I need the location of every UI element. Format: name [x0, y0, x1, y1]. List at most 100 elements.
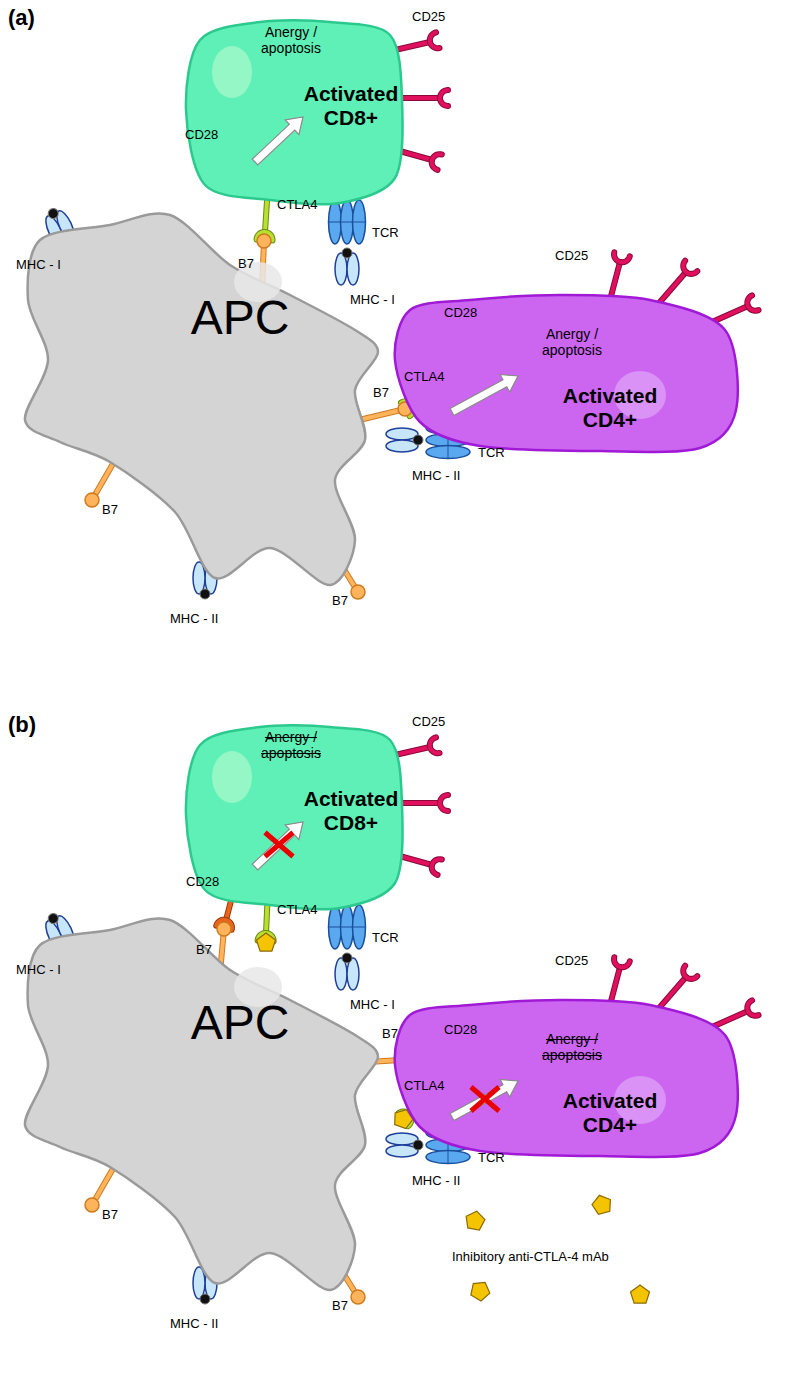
cell-fate: Anergy / apoptosis — [520, 326, 624, 358]
molecule-label: TCR — [478, 446, 505, 461]
antigen-peptide — [200, 589, 210, 599]
b7-head — [351, 585, 365, 599]
block-cross — [265, 833, 293, 857]
receptor-cup-outline — [430, 32, 440, 48]
molecule-label: B7 — [332, 1299, 348, 1314]
cell-membrane — [25, 918, 378, 1290]
block-cross — [471, 1087, 499, 1111]
stalk-outline — [660, 272, 686, 302]
molecule-label: Inhibitory anti-CTLA-4 mAb — [452, 1250, 609, 1265]
antigen-peptide — [342, 248, 352, 258]
tcr-band — [448, 1151, 449, 1163]
stalk-outline — [402, 95, 440, 101]
stalk — [660, 977, 686, 1007]
stalk-outline — [395, 747, 430, 755]
block-cross — [471, 1087, 499, 1111]
cd25-receptor — [660, 261, 697, 302]
molecule-label: B7 — [102, 503, 118, 518]
receptor-cup — [747, 295, 758, 310]
cd8-t-cell: Anergy / apoptosisActivated CD8+ — [183, 15, 408, 215]
molecule-label: CD28 — [185, 128, 218, 143]
tcr-band — [329, 222, 341, 223]
molecule-label: CTLA4 — [404, 370, 444, 385]
tcr-complex — [329, 905, 366, 949]
molecule-label: TCR — [372, 931, 399, 946]
antigen-peptide — [413, 1140, 423, 1150]
receptor-cup-outline — [432, 859, 442, 875]
molecule-label: B7 — [332, 594, 348, 609]
receptor-cup-outline — [683, 261, 697, 274]
cd25-receptor — [610, 252, 630, 300]
cell-name: Activated CD4+ — [543, 384, 677, 432]
receptor-cup — [614, 957, 630, 967]
stalk — [610, 262, 620, 300]
molecule-label: MHC - I — [16, 963, 61, 978]
receptor-cup — [440, 90, 448, 106]
tcr-complex — [329, 200, 366, 244]
receptor-cup — [430, 32, 440, 48]
molecule-label: CTLA4 — [404, 1079, 444, 1094]
fate-arrow — [252, 822, 303, 870]
molecule-label: CD25 — [412, 10, 445, 25]
nucleus-highlight — [212, 46, 252, 98]
nucleus-highlight — [212, 751, 252, 803]
receptor-cup-outline — [614, 252, 630, 262]
mhc-i-molecule — [335, 953, 359, 990]
molecule-label: CD25 — [555, 249, 588, 264]
cell-fate: Anergy / apoptosis — [245, 24, 337, 56]
receptor-cup-outline — [440, 90, 448, 106]
receptor-cup — [747, 1000, 758, 1015]
tcr-band — [353, 927, 365, 928]
molecule-label: B7 — [382, 1027, 398, 1042]
anti-ctla4-antibody — [630, 1285, 649, 1303]
receptor-cup — [440, 795, 448, 811]
molecule-label: MHC - II — [412, 469, 460, 484]
cell-membrane — [25, 213, 378, 585]
mhc-ii-molecule — [386, 428, 423, 452]
molecule-label: CTLA4 — [277, 903, 317, 918]
cd25-receptor — [402, 90, 448, 106]
stalk — [402, 801, 440, 805]
receptor-cup-outline — [747, 295, 758, 310]
stalk — [660, 272, 686, 302]
cell-name: APC — [170, 290, 310, 345]
b7-head — [217, 922, 231, 936]
mhc-ii-molecule — [386, 1133, 423, 1157]
tcr-chain — [341, 200, 354, 244]
receptor-cup — [683, 261, 697, 274]
receptor-cup-outline — [430, 737, 440, 753]
stalk-outline — [712, 1011, 748, 1027]
cell-membrane — [395, 295, 738, 452]
antigen-peptide — [47, 207, 60, 220]
tcr-band — [329, 927, 341, 928]
molecule-label: MHC - II — [170, 1317, 218, 1332]
b7-head — [85, 1198, 99, 1212]
cd25-receptor — [396, 150, 442, 170]
stalk-outline — [395, 42, 430, 50]
molecule-label: CD28 — [444, 1023, 477, 1038]
b7-head — [351, 1290, 365, 1304]
tcr-band — [341, 222, 353, 223]
panel-letter: (a) — [8, 5, 35, 30]
receptor-cup-outline — [683, 966, 697, 979]
molecule-label: CD28 — [186, 875, 219, 890]
molecule-label: B7 — [238, 257, 254, 272]
cell-membrane — [395, 1000, 738, 1157]
anti-ctla4-antibody — [256, 933, 275, 951]
antigen-peptide — [342, 953, 352, 963]
tcr-band — [341, 927, 353, 928]
b7-head — [85, 493, 99, 507]
stalk — [402, 96, 440, 100]
cd25-receptor — [712, 295, 759, 322]
tcr-chain — [329, 905, 342, 949]
molecule-label: B7 — [102, 1208, 118, 1223]
cd25-receptor — [395, 737, 440, 755]
tcr-chain — [329, 200, 342, 244]
stalk-outline — [712, 306, 748, 322]
receptor-cup-outline — [432, 154, 442, 170]
stalk — [395, 42, 430, 50]
receptor-cup — [432, 154, 442, 170]
tcr-chain — [353, 905, 366, 949]
cell-outline — [390, 995, 740, 1160]
